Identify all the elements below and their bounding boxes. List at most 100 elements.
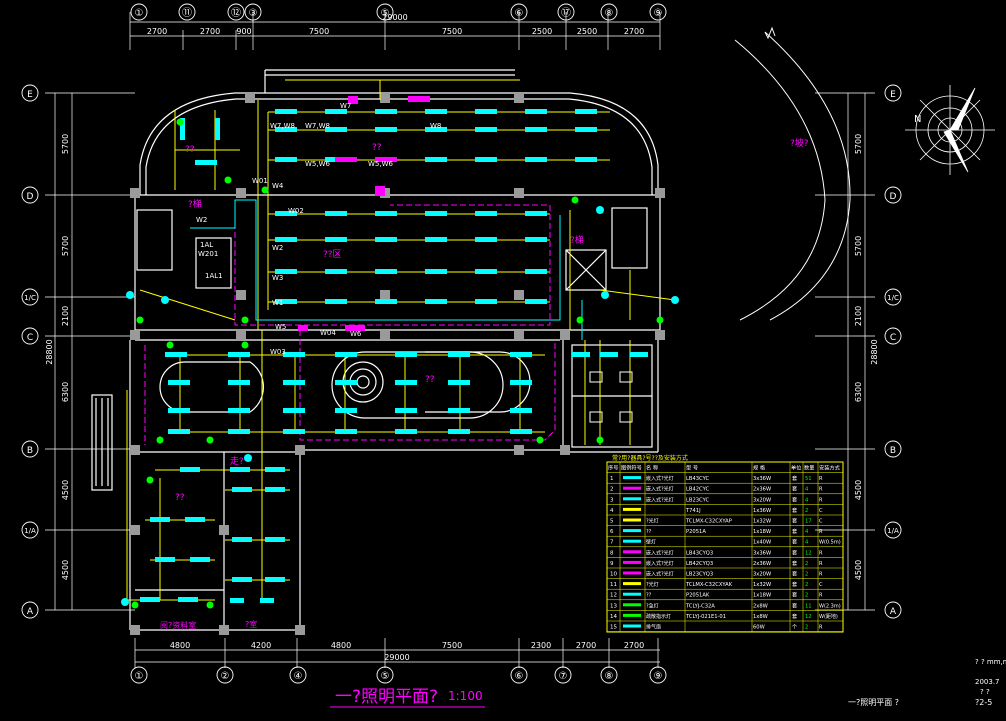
legend-row-model: LB23CYQ3 <box>686 572 713 578</box>
grid-left-C: C <box>27 333 33 343</box>
label-w7w8-a: W7,W8 <box>270 122 295 130</box>
legend-row-model: LB43CYQ3 <box>686 550 713 556</box>
legend-row-qty: 4 <box>805 540 809 546</box>
label-w5w6-b: W5,W6 <box>368 160 394 168</box>
curved-ramp <box>734 26 851 321</box>
label-w2-stair: W2 <box>196 216 207 224</box>
dim-right-3: 2100 <box>854 306 863 326</box>
legend-row-unit: 套 <box>792 559 798 567</box>
legend-row-model: LB42CYQ3 <box>686 561 713 567</box>
legend-symbol <box>623 476 641 480</box>
grid-top-6: ⑥ <box>515 8 524 19</box>
grid-bottom-8: ⑧ <box>605 671 614 682</box>
grid-bottom-5: ⑤ <box>381 671 390 682</box>
dim-bottom-2: 4200 <box>251 641 271 650</box>
legend-row-name: ?急灯 <box>646 602 659 609</box>
legend-header-0: 序号 <box>608 464 618 472</box>
legend-table: 常?用?器具?号??及安装方式 序号图例符号名 称型 号规 格单位数量安装方式1… <box>606 454 844 633</box>
bottom-dimensions <box>134 638 660 668</box>
legend-row-qty: 2 <box>805 572 808 578</box>
legend-row-name: ?光灯 <box>646 518 659 525</box>
legend-row-install: C <box>819 582 823 588</box>
room-labels: ?? ??区 ?? ?? ?梯 ?梯 走? ?坡? 阅?资料室 ?室 ?? <box>160 137 809 630</box>
legend-row-name: 嵌入式?光灯 <box>646 571 674 578</box>
dim-left-5: 4500 <box>61 480 70 500</box>
legend-row-spec: 1x8W <box>753 614 768 620</box>
legend-row-model: LB42CYC <box>686 487 709 493</box>
dim-top-1: 2700 <box>147 27 167 36</box>
legend-row-spec: 1x40W <box>753 540 771 546</box>
legend-row-spec: 3x36W <box>753 476 771 482</box>
legend-row-model: P2051A <box>686 529 706 535</box>
dim-bottom-5: 2300 <box>531 641 551 650</box>
legend-row-no: 14 <box>610 614 617 620</box>
room-pool: ?? <box>425 375 435 385</box>
drawing-note: ? ? <box>980 688 990 696</box>
grid-axis-top-labels: ① ⑪ ⑫ ③ ⑤ ⑥ ⑰ ⑧ ⑨ <box>135 7 663 19</box>
legend-header-5: 单位 <box>791 464 801 472</box>
north-arrow <box>905 85 995 175</box>
legend-row-qty: 4 <box>805 487 809 493</box>
room-main: ?? <box>372 143 382 153</box>
dim-right-4: 6300 <box>854 382 863 402</box>
legend-row-name: ?光灯 <box>646 581 659 588</box>
legend-row-name: 嵌入式?光灯 <box>646 475 674 482</box>
grid-right-E: E <box>890 90 896 100</box>
grid-top-9: ⑨ <box>654 8 663 19</box>
legend-row-no: 13 <box>610 603 617 609</box>
legend-row-qty: 51 <box>805 476 812 482</box>
grid-top-12: ⑫ <box>231 7 241 19</box>
legend-symbol <box>623 592 641 596</box>
legend-title: 常?用?器具?号??及安装方式 <box>612 454 688 462</box>
legend-row-unit: 套 <box>792 570 798 578</box>
legend-row-no: 8 <box>610 550 614 556</box>
legend-row-install: W(0.5m) <box>819 540 841 546</box>
grid-right-B: B <box>890 446 896 456</box>
left-dimension-labels: 5700 5700 2100 6300 4500 4500 28800 <box>45 134 70 580</box>
grid-bottom-1: ① <box>135 671 144 682</box>
legend-header-2: 名 称 <box>646 464 658 472</box>
room-curve: ?坡? <box>790 137 809 149</box>
dim-top-total: 29000 <box>382 13 407 22</box>
dim-right-1: 5700 <box>854 134 863 154</box>
grid-left-A: A <box>27 607 34 617</box>
label-1al1: 1AL1 <box>205 272 223 280</box>
grid-top-11: ⑪ <box>182 7 192 19</box>
label-w02: W02 <box>288 207 304 215</box>
grid-bottom-9: ⑨ <box>654 671 663 682</box>
legend-row-no: 9 <box>610 561 614 567</box>
grid-axis-left-labels: E D 1/C C B 1/A A <box>24 90 36 617</box>
grid-right-D: D <box>890 192 897 202</box>
label-w5w6-a: W5,W6 <box>305 160 331 168</box>
grid-right-A: A <box>890 607 897 617</box>
dim-bottom-7: 2700 <box>624 641 644 650</box>
legend-row-no: 3 <box>610 497 614 503</box>
label-w1: W1 <box>272 299 283 307</box>
drawing-title: 一?照明平面? <box>335 687 438 707</box>
label-w7w8-b: W7,W8 <box>305 122 330 130</box>
legend-row-no: 6 <box>610 529 614 535</box>
legend-row-spec: 60W <box>753 625 765 631</box>
emergency-circuit <box>144 204 556 445</box>
legend-symbol <box>623 582 641 586</box>
legend-row-unit: 套 <box>792 548 798 556</box>
grid-bottom-4: ④ <box>294 671 303 682</box>
dim-left-total: 28800 <box>45 339 54 364</box>
legend-row-install: C <box>819 508 823 514</box>
fixtures-north-hall <box>275 96 597 331</box>
drawing-sheet-no: ?2-5 <box>975 698 992 707</box>
legend-row-install: R <box>819 561 823 567</box>
legend-row-qty: 4 <box>805 529 809 535</box>
room-office: ?? <box>185 145 195 155</box>
drawing-date: 2003.7 <box>975 678 1000 686</box>
legend-row-name: 排气扇 <box>646 624 661 631</box>
drawing-unit: ? ? mm,m <box>975 658 1006 666</box>
dim-left-3: 2100 <box>61 306 70 326</box>
legend-row-spec: 1x18W <box>753 529 771 535</box>
legend-symbol <box>623 550 641 554</box>
room-store: 阅?资料室 <box>160 620 196 630</box>
left-dimensions <box>45 92 135 611</box>
legend-row-name: 嵌入式?光灯 <box>646 496 674 503</box>
legend-row-name: ?? <box>646 529 652 535</box>
